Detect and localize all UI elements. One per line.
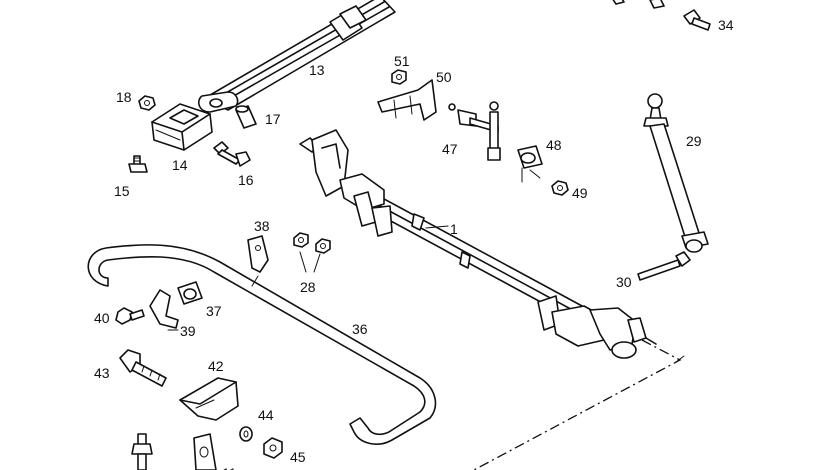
label-1: 1 [450,221,458,237]
dashdot-frame [473,339,685,470]
shock-absorber [643,93,709,253]
nut-18 [138,95,156,111]
label-48: 48 [546,137,562,153]
label-36: 36 [352,321,368,337]
bolt-40 [115,307,145,325]
part-labels: 13 51 50 18 17 14 16 15 47 48 49 29 34 1… [94,17,734,470]
bolt-16 [213,141,251,167]
bolt-15 [128,155,148,173]
label-13: 13 [309,62,325,78]
label-30: 30 [616,274,632,290]
bracket-38 [247,235,269,273]
bracket-50 [377,79,437,121]
label-18: 18 [116,89,132,105]
label-39: 39 [180,323,196,339]
bolt-30 [637,251,691,281]
washer-44 [239,426,253,442]
spring-pad [151,103,213,151]
link-47 [448,101,501,161]
label-15: 15 [114,183,130,199]
leader-lines [167,225,449,331]
bushing-37 [177,281,203,305]
label-38: 38 [254,218,270,234]
nuts-28 [293,232,331,254]
label-45: 45 [290,449,306,465]
bracket-42 [179,377,239,421]
label-37: 37 [206,303,222,319]
bolt-11 [131,433,153,470]
label-42: 42 [208,358,224,374]
leaf-spring [197,0,396,113]
nut-51 [391,69,407,85]
label-16: 16 [238,172,254,188]
label-34: 34 [718,17,734,33]
bushing-17 [235,105,257,129]
label-14: 14 [172,157,188,173]
label-28: 28 [300,279,316,295]
label-50: 50 [436,69,452,85]
clamp-39 [149,289,179,329]
label-51: 51 [394,53,410,69]
label-44: 44 [258,407,274,423]
link-bracket-11 [193,433,217,470]
label-43: 43 [94,365,110,381]
label-11: 11 [222,465,237,470]
bolt-43 [119,349,167,387]
label-17: 17 [265,111,281,127]
stabilizer-bar [87,244,437,445]
bushing-48 [517,145,543,183]
label-29: 29 [686,133,702,149]
nut-45 [263,437,283,459]
label-49: 49 [572,185,588,201]
label-40: 40 [94,310,110,326]
axle-beam [299,129,657,359]
bolt-34 [612,0,711,31]
nut-49 [551,180,569,196]
label-47: 47 [442,141,458,157]
